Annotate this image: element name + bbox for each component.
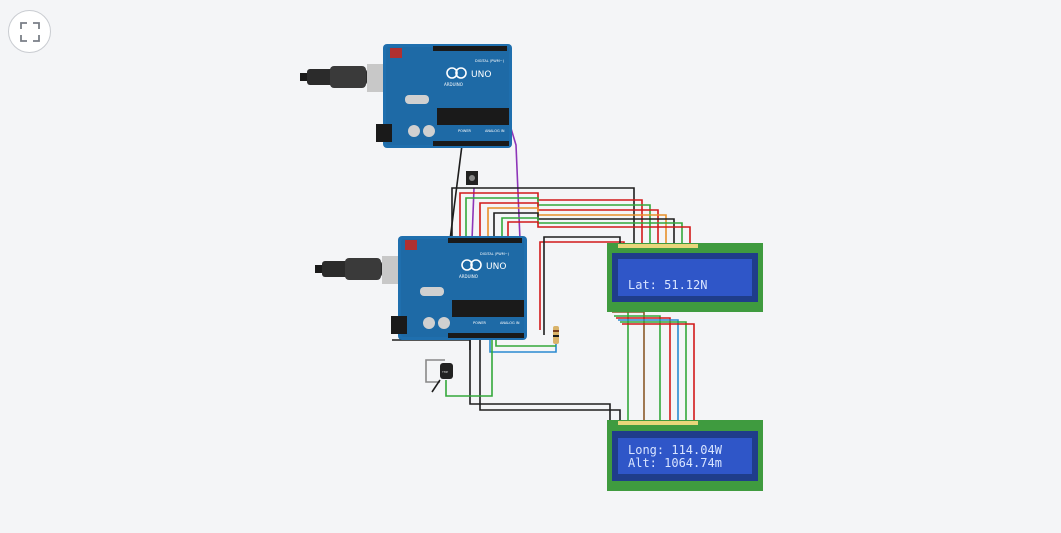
lcd-display-1[interactable]: Lat: 51.12N bbox=[607, 243, 763, 312]
temperature-sensor[interactable]: TMP bbox=[440, 363, 453, 379]
arduino-logo-icon bbox=[461, 259, 482, 271]
wires bbox=[392, 81, 695, 420]
board2-brand: ARDUINO bbox=[459, 274, 478, 279]
board1-model: UNO bbox=[471, 70, 491, 80]
mcu-chip bbox=[452, 300, 524, 317]
fit-view-button[interactable] bbox=[8, 10, 51, 53]
resistor[interactable] bbox=[553, 326, 559, 344]
lcd2-line2: Alt: 1064.74m bbox=[628, 456, 722, 470]
usb-plug-icon bbox=[300, 73, 308, 81]
arduino-board-1[interactable]: UNO ARDUINO DIGITAL (PWM~) POWER ANALOG … bbox=[300, 44, 512, 148]
fit-view-icon bbox=[20, 22, 40, 42]
svg-text:TMP: TMP bbox=[441, 370, 448, 374]
board1-brand: ARDUINO bbox=[444, 82, 463, 87]
wire-purple-2[interactable] bbox=[471, 187, 475, 241]
arduino-board-2[interactable]: UNO ARDUINO DIGITAL (PWM~) POWER ANALOG … bbox=[315, 236, 527, 340]
reset-button[interactable] bbox=[390, 48, 402, 58]
mcu-chip bbox=[437, 108, 509, 125]
board1-power-label: POWER bbox=[458, 129, 472, 133]
arduino-logo-icon bbox=[446, 67, 467, 79]
board2-digital-label: DIGITAL (PWM~) bbox=[480, 252, 510, 256]
lcd2-line1: Long: 114.04W bbox=[628, 443, 723, 457]
power-jack bbox=[376, 124, 392, 142]
board1-digital-label: DIGITAL (PWM~) bbox=[475, 59, 505, 63]
lcd-display-2[interactable]: Long: 114.04W Alt: 1064.74m bbox=[607, 420, 763, 491]
board2-power-label: POWER bbox=[473, 321, 487, 325]
board1-analog-label: ANALOG IN bbox=[485, 129, 505, 133]
board2-model: UNO bbox=[486, 262, 506, 272]
push-button[interactable] bbox=[466, 171, 478, 185]
lcd2-pins bbox=[618, 421, 698, 425]
power-jack bbox=[391, 316, 407, 334]
reset-button[interactable] bbox=[405, 240, 417, 250]
board2-analog-label: ANALOG IN bbox=[500, 321, 520, 325]
lcd1-line1: Lat: 51.12N bbox=[628, 278, 707, 292]
lcd1-pins bbox=[618, 244, 698, 248]
